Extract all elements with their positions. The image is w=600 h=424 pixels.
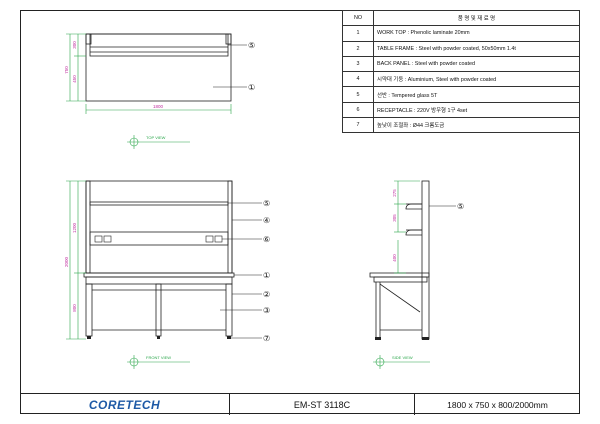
top-view-shelf xyxy=(89,33,229,57)
top-view-callouts xyxy=(213,44,247,88)
front-view-callout-labels: ⑤ ④ ⑥ ① ② ③ ⑦ xyxy=(263,199,270,343)
dimension-text: 2000 xyxy=(64,256,69,267)
front-view-callouts xyxy=(220,202,262,339)
dimension-text: 450 xyxy=(72,75,77,83)
top-view-post xyxy=(85,33,92,45)
front-view-receptacle-strip xyxy=(89,231,229,246)
overall-size: 1800 x 750 x 800/2000mm xyxy=(447,399,548,410)
callout-7: ⑦ xyxy=(263,334,270,343)
top-view-callout-labels: ⑤ ① xyxy=(248,41,255,92)
front-view-receptacles xyxy=(94,235,223,243)
callout-2: ② xyxy=(263,290,270,299)
callout-6: ⑥ xyxy=(263,235,270,244)
front-view-leg-left xyxy=(85,283,93,337)
callout-1: ① xyxy=(248,83,255,92)
callout-5: ⑤ xyxy=(248,41,255,50)
side-view-frame xyxy=(373,276,428,283)
side-view-dimension-text: 275 305 400 xyxy=(392,189,397,262)
row-no: 7 xyxy=(342,117,374,134)
leveling-foot-icon xyxy=(375,337,381,340)
dimension-text: 800 xyxy=(72,304,77,312)
title-block: CORETECH EM-ST 3118C 1800 x 750 x 800/20… xyxy=(20,393,580,415)
front-view-worktop xyxy=(83,272,235,278)
top-view-dimension-text: 750 300 450 1800 xyxy=(64,41,164,109)
drawing-frame xyxy=(20,10,580,414)
top-view-post xyxy=(225,33,232,45)
side-view-post xyxy=(421,180,430,340)
front-view-table-frame xyxy=(85,276,233,285)
dimension-text: 400 xyxy=(392,254,397,262)
side-view-label-mark xyxy=(373,355,430,369)
company-logo: CORETECH xyxy=(20,394,230,415)
front-view-shelf xyxy=(89,201,229,206)
callout-1: ① xyxy=(263,271,270,280)
side-view-label: SIDE VIEW xyxy=(392,355,413,360)
dimension-text: 1800 xyxy=(153,104,164,109)
side-view-shelf-bracket xyxy=(405,229,422,236)
top-view-label: TOP VIEW xyxy=(146,135,166,140)
top-view-label-mark xyxy=(127,135,190,149)
side-view-shelf-bracket xyxy=(405,203,422,210)
dimension-text: 1200 xyxy=(72,222,77,233)
receptacle-icon xyxy=(103,235,112,243)
side-view-dimensions xyxy=(394,180,420,274)
front-view-label-mark xyxy=(127,355,190,369)
callout-5: ⑤ xyxy=(457,202,464,211)
dimension-text: 275 xyxy=(392,189,397,197)
dimension-text: 300 xyxy=(72,41,77,49)
front-view-feet xyxy=(87,336,231,339)
callout-5: ⑤ xyxy=(263,199,270,208)
front-view xyxy=(83,180,235,337)
dimension-text: 750 xyxy=(64,66,69,74)
front-view-label: FRONT VIEW xyxy=(146,355,171,360)
top-view-body xyxy=(85,33,232,102)
side-view xyxy=(369,180,430,340)
front-view-post-right xyxy=(227,180,233,274)
receptacle-icon xyxy=(205,235,214,243)
model-number: EM-ST 3118C xyxy=(230,394,415,415)
leveling-foot-icon xyxy=(422,337,429,340)
top-view-dimensions xyxy=(66,33,232,114)
callout-3: ③ xyxy=(263,306,270,315)
top-view xyxy=(85,33,232,102)
side-view-feet xyxy=(375,337,429,340)
receptacle-icon xyxy=(214,235,223,243)
side-view-worktop xyxy=(369,272,430,278)
receptacle-icon xyxy=(94,235,103,243)
front-view-dimensions xyxy=(66,180,86,340)
leveling-foot-icon xyxy=(157,336,160,339)
leveling-foot-icon xyxy=(227,336,231,339)
front-view-dimension-text: 2000 1200 800 xyxy=(64,222,77,311)
callout-4: ④ xyxy=(263,216,270,225)
dimension-text: 305 xyxy=(392,214,397,222)
leveling-foot-icon xyxy=(87,336,91,339)
front-view-upper-frame xyxy=(85,180,233,274)
front-view-post-left xyxy=(85,180,91,274)
row-desc: 높낮이 조절좌 : Ø44 크롬도금 xyxy=(373,117,580,134)
front-view-leg-middle xyxy=(155,283,162,337)
side-view-brace xyxy=(379,283,421,313)
